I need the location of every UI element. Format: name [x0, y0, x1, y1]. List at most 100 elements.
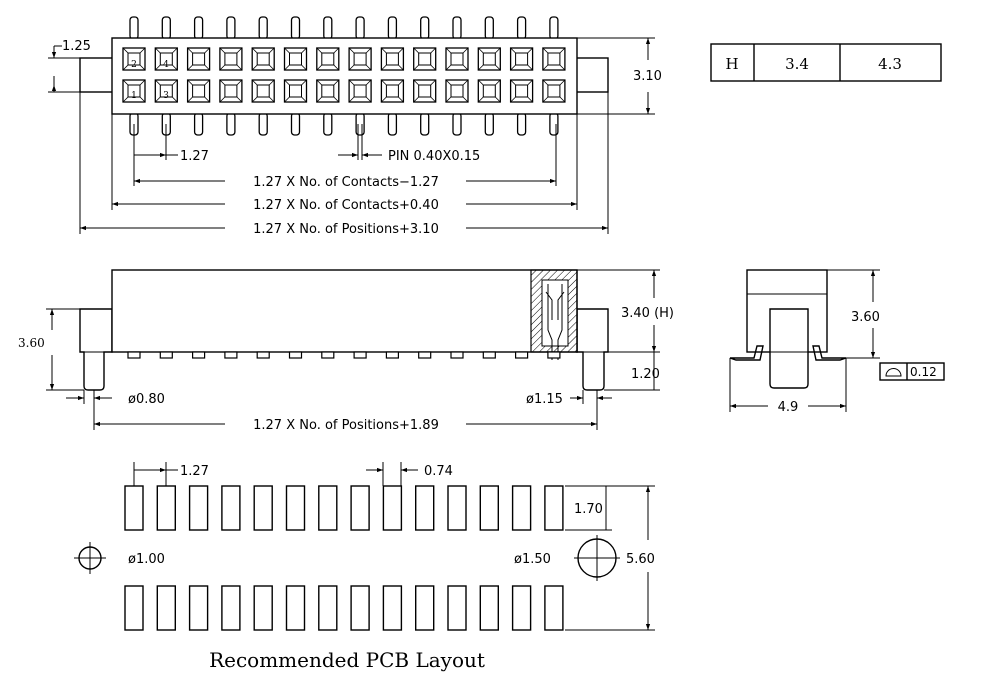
contact-cell-corner [139, 47, 146, 54]
front-tail [547, 351, 561, 359]
front-tail [321, 351, 335, 359]
pin-top [323, 16, 333, 40]
contact-cell-corner [155, 64, 161, 71]
contact-cell-corner [301, 96, 307, 103]
side-view: 3.60 4.9 0.12 [729, 269, 945, 415]
pcb-pad-top [188, 485, 209, 531]
contact-cell-inner [482, 84, 496, 98]
contact-cell-corner [445, 47, 452, 54]
dim-pcb-pitch: 1.27 [180, 464, 209, 479]
dim-side-height: 3.60 [851, 310, 880, 325]
pcb-pad-top [447, 485, 467, 531]
contact-cell-corner [413, 96, 419, 103]
contact-cell-corner [122, 96, 129, 103]
pcb-layout: 1.27 0.74 1.70 5.60 ø1.00 ø1.50 Recommen… [74, 462, 655, 672]
side-peg [769, 308, 809, 389]
dim-side-width: 4.9 [778, 400, 799, 415]
pcb-pad-bottom [124, 585, 144, 631]
dim-pad-width: 0.74 [424, 464, 453, 479]
contact-cell-corner [316, 96, 323, 103]
contact-cell-corner [284, 79, 290, 86]
contact-cell-corner [381, 79, 387, 86]
pin-top [452, 16, 462, 40]
contact-cell-corner [542, 96, 549, 103]
contact-cell-corner [187, 96, 193, 103]
contact-cell-corner [204, 79, 210, 86]
pcb-pad-top [253, 485, 273, 531]
dim-contacts-minus: 1.27 X No. of Contacts−1.27 [253, 175, 439, 190]
front-tail [385, 351, 399, 359]
front-tail [418, 351, 432, 359]
contact-cell-inner [353, 84, 367, 98]
pcb-pad-bottom [285, 585, 306, 631]
pcb-pad-top [511, 485, 532, 531]
contact-cell-corner [268, 47, 275, 54]
pin-top [420, 16, 430, 40]
pin-label-2: 2 [131, 60, 137, 70]
contact-cell-corner [122, 47, 129, 54]
pcb-pad-top [221, 485, 241, 531]
front-view: 3.60 3.40 (H) 1.20 ø0.80 ø1.15 1.27 X No… [18, 269, 674, 433]
contact-cell-corner [430, 96, 436, 103]
contact-cell-corner [139, 79, 146, 86]
contact-cell-corner [172, 79, 178, 86]
contact-cell-corner [559, 64, 566, 71]
pcb-pad-top [285, 485, 306, 531]
contact-cell-inner [450, 84, 464, 98]
contact-cell-inner [515, 84, 529, 98]
pin-top [193, 16, 204, 40]
contact-cell-corner [251, 96, 258, 103]
pcb-pad-top [124, 485, 144, 531]
front-tail [127, 351, 141, 359]
contact-cell-inner [224, 84, 238, 98]
pin-top [258, 16, 268, 40]
pin-top [129, 16, 139, 40]
front-tail [482, 351, 496, 359]
contact-cell-inner [321, 84, 335, 98]
contact-cell-inner [256, 52, 270, 66]
contact-cell-corner [251, 79, 258, 86]
contact-cell-corner [333, 47, 340, 54]
contact-cell-corner [316, 64, 323, 71]
contact-cell-corner [219, 96, 226, 103]
pin-top [516, 16, 527, 40]
contact-cell-corner [462, 47, 469, 54]
contact-cell-corner [268, 64, 275, 71]
contact-cell-corner [542, 47, 549, 54]
contact-cell-corner [510, 96, 516, 103]
contact-cell-corner [122, 79, 129, 86]
contact-cell-corner [204, 47, 210, 54]
pin-bottom [290, 112, 301, 136]
pin-bottom [452, 112, 462, 136]
dim-positions-189: 1.27 X No. of Positions+1.89 [253, 418, 439, 433]
contact-cell-corner [462, 96, 469, 103]
contact-cell-corner [187, 47, 193, 54]
contact-cell-corner [398, 47, 404, 54]
dim-contacts-plus: 1.27 X No. of Contacts+0.40 [253, 198, 439, 213]
contact-cell-corner [381, 47, 387, 54]
contact-cell-corner [301, 79, 307, 86]
contact-cell-corner [348, 96, 355, 103]
pin-bottom [387, 112, 398, 136]
contact-cell-corner [559, 96, 566, 103]
contact-cell-corner [236, 64, 243, 71]
pcb-pad-bottom [350, 585, 370, 631]
contact-cell-corner [187, 64, 193, 71]
contact-cell-corner [316, 47, 323, 54]
front-tail [288, 351, 303, 359]
contact-cell-inner [418, 52, 432, 66]
contact-cell-corner [187, 79, 193, 86]
contact-cell-corner [268, 96, 275, 103]
dim-positions-310: 1.27 X No. of Positions+3.10 [253, 222, 439, 237]
contact-cell-corner [236, 47, 243, 54]
front-tail [353, 351, 367, 359]
pcb-layout-caption: Recommended PCB Layout [209, 648, 485, 672]
pin-bottom [420, 112, 430, 136]
contact-cell-corner [316, 79, 323, 86]
pin-label-1: 1 [131, 91, 137, 101]
contact-cell-inner [321, 52, 335, 66]
contact-cell-corner [462, 64, 469, 71]
height-table-value-2: 4.3 [878, 55, 902, 73]
coplanarity-frame [879, 362, 945, 381]
